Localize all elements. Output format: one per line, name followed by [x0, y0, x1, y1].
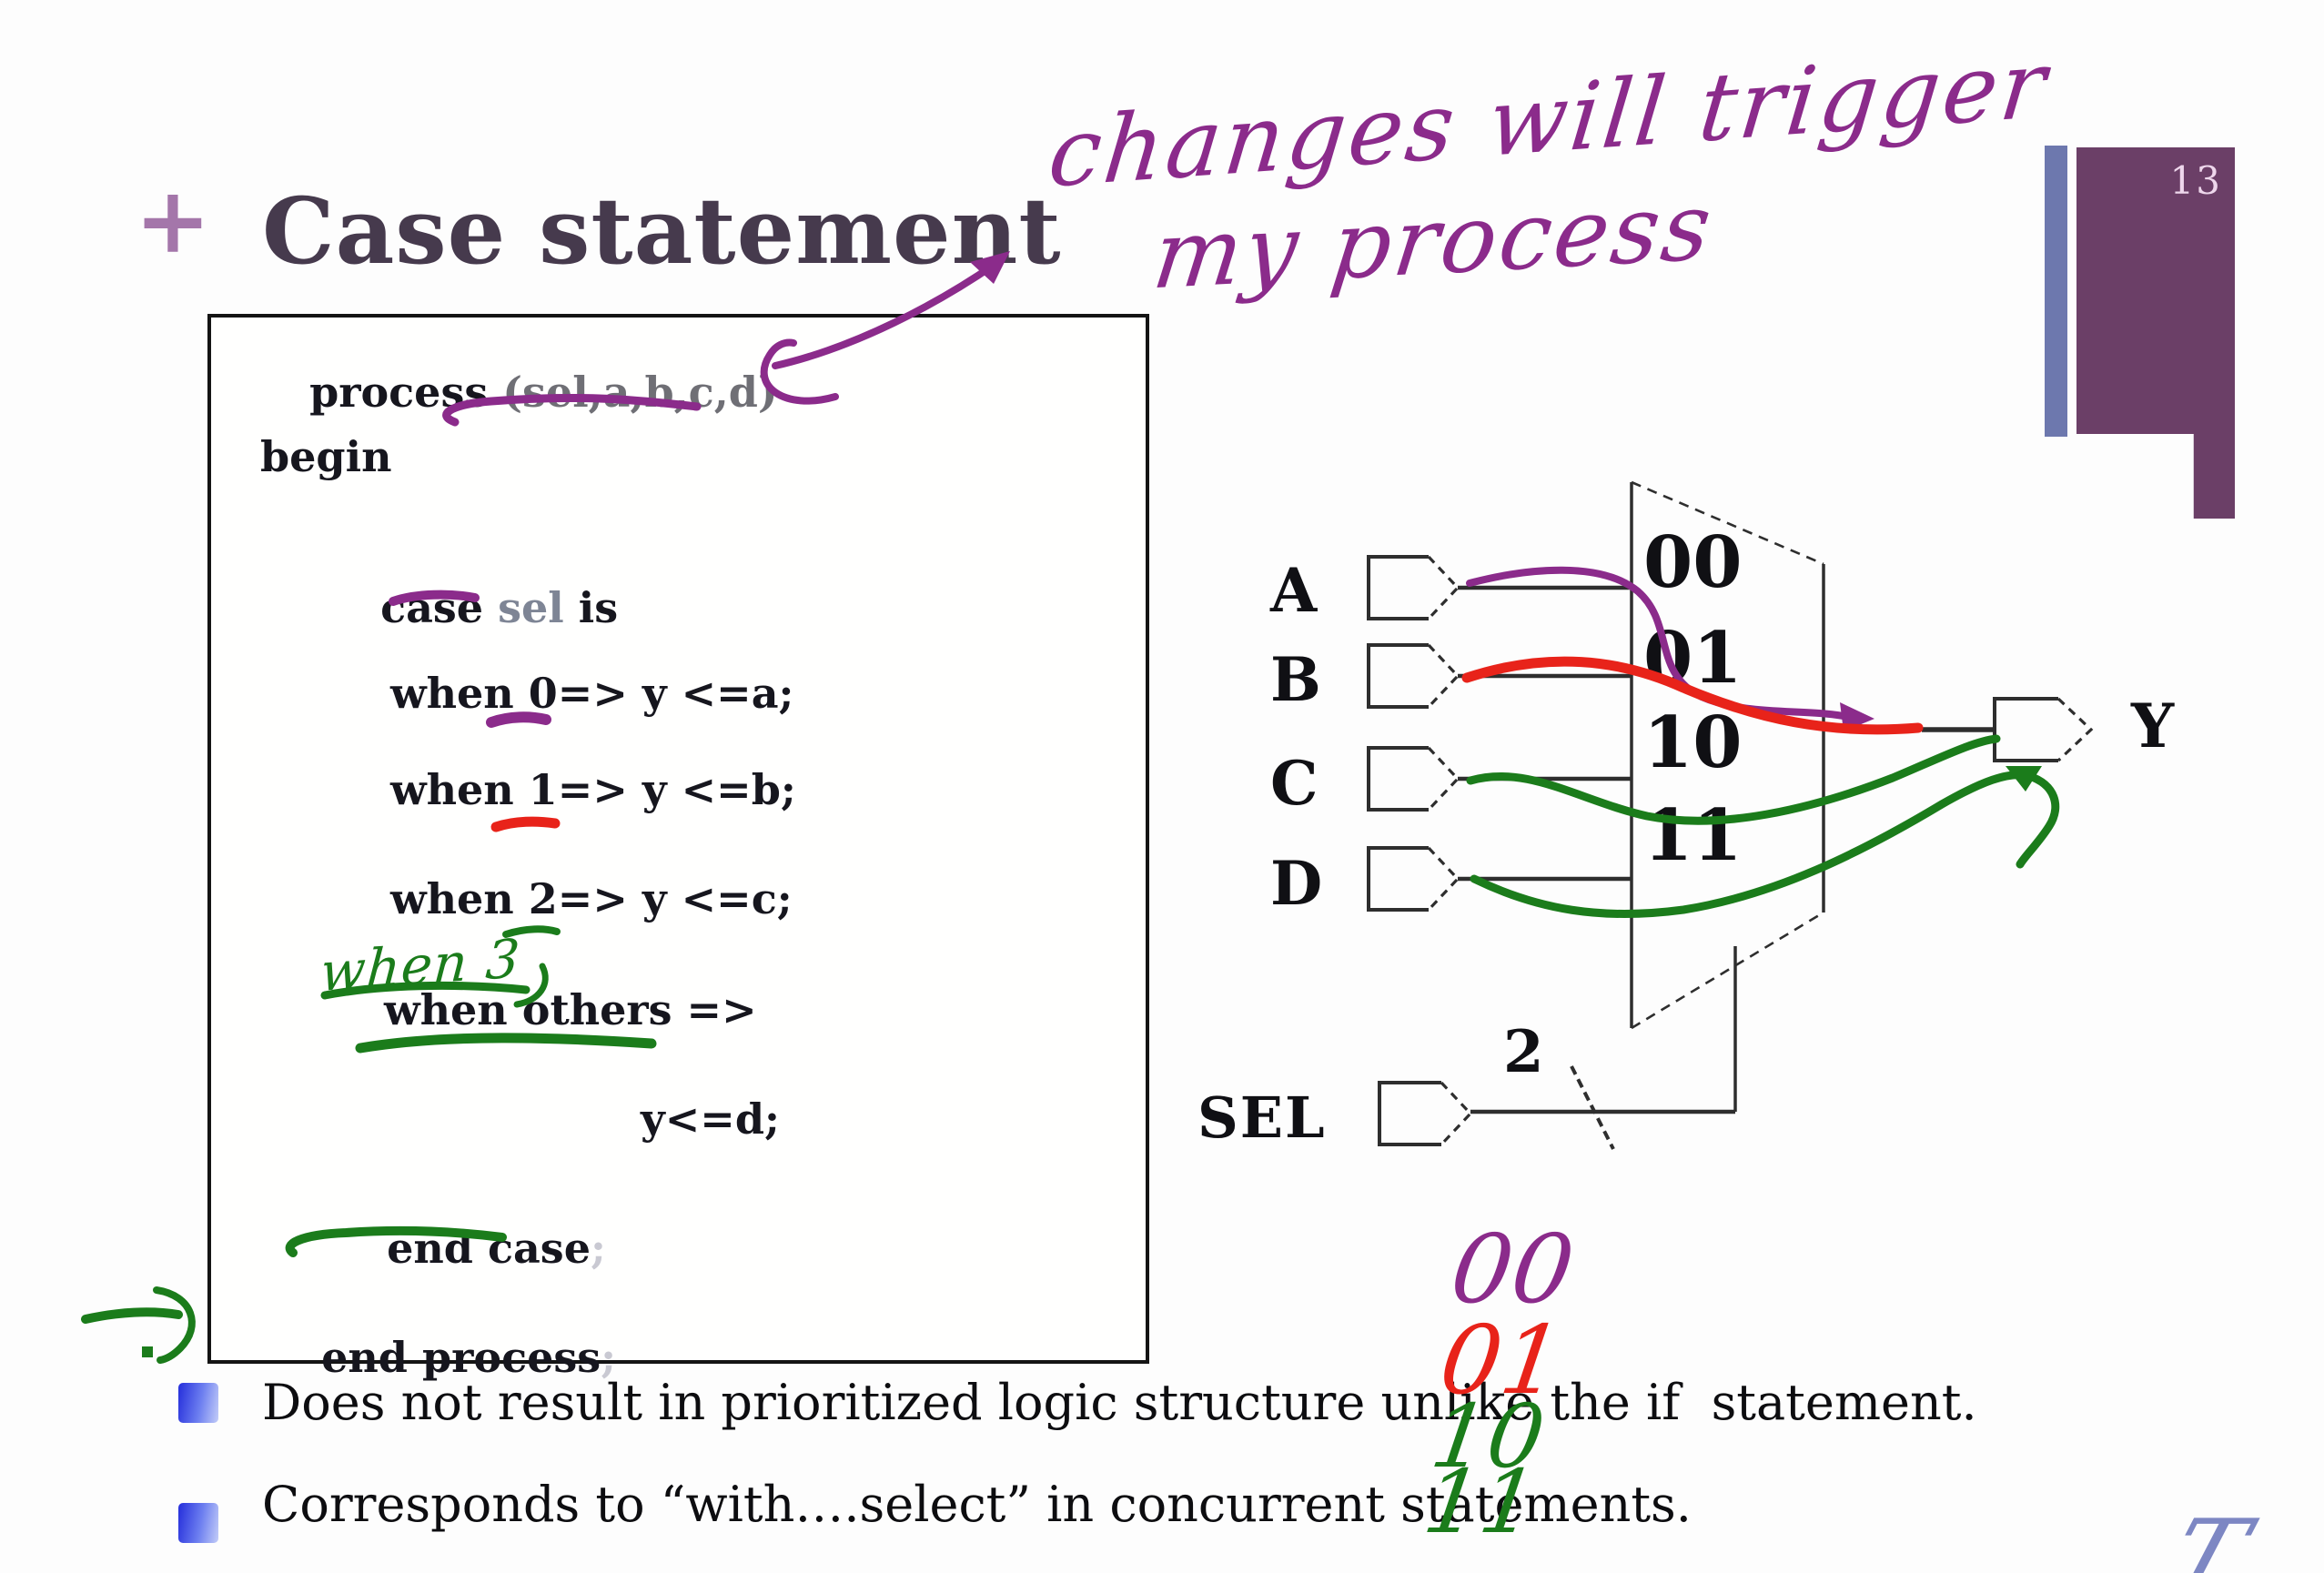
input-label-d: D: [1270, 848, 1322, 919]
code-box: process (sel,a,b,c,d) begin case sel is …: [207, 314, 1149, 1378]
output-label-y: Y: [2130, 691, 2175, 761]
output-pin-y: [1993, 697, 2058, 762]
code-process-params: (sel,a,b,c,d): [502, 368, 778, 417]
input-label-a: A: [1269, 555, 1318, 626]
input-pin-d: [1367, 846, 1429, 912]
input-pin-c: [1367, 746, 1429, 812]
code-case-keyword: case: [380, 583, 499, 632]
code-line-begin: begin: [260, 432, 392, 481]
code-line-when0: when 0=> y <=a;: [390, 669, 794, 718]
ink-arrow-end-process-head: [153, 1286, 196, 1364]
input-pin-sel: [1378, 1081, 1441, 1146]
code-line-when2: when 2=> y <=c;: [390, 874, 793, 923]
input-pin-a-chevron: [1427, 555, 1460, 620]
watermark-letter: T: [2153, 1498, 2260, 1573]
input-pin-b-chevron: [1427, 643, 1460, 709]
input-pin-d-chevron: [1427, 846, 1460, 912]
code-end-process-semicolon: ;: [601, 1333, 617, 1382]
code-line-when1: when 1=> y <=b;: [390, 765, 796, 814]
input-label-b: B: [1270, 644, 1321, 715]
handwritten-sel-value-11: 11: [1418, 1451, 1544, 1553]
mux-code-10: 10: [1643, 701, 1743, 784]
title-plus-marker: +: [135, 166, 211, 274]
handwritten-when3-note: when 3: [318, 927, 523, 1003]
page-title: Case statement: [262, 177, 1062, 285]
ink-arrow-end-process-dot: [142, 1346, 153, 1357]
bus-width-label: 2: [1503, 1018, 1544, 1086]
code-end-case: end case: [387, 1224, 591, 1273]
ink-route-c: [1466, 734, 2001, 825]
flag-purple-banner: 13: [2076, 147, 2235, 519]
page-number: 13: [2169, 158, 2222, 203]
input-label-c: C: [1270, 748, 1319, 819]
input-pin-a: [1367, 555, 1429, 620]
input-pin-sel-chevron: [1440, 1081, 1473, 1146]
ink-route-a: [1466, 566, 1856, 721]
ink-route-d-head: [2006, 766, 2042, 792]
handwritten-trigger-note-line2: my process: [1147, 172, 1720, 311]
code-case-signal: sel: [498, 583, 564, 632]
output-pin-y-chevron: [2056, 697, 2094, 762]
ink-route-b: [1461, 656, 1924, 735]
mux-body-bottom-edge: [1631, 911, 1824, 1030]
bullet-text: Does not result in prioritized logic str…: [262, 1374, 1977, 1431]
ink-arrow-end-process-shaft: [81, 1307, 183, 1324]
select-label: SEL: [1197, 1084, 1327, 1151]
input-pin-c-chevron: [1427, 746, 1460, 812]
ink-route-a-head: [1840, 702, 1874, 731]
bullet-square: [178, 1503, 218, 1543]
code-end-case-semicolon: ;: [590, 1224, 606, 1273]
handwritten-sel-value-00: 00: [1444, 1214, 1581, 1325]
mux-code-00: 00: [1643, 521, 1743, 604]
flag-blue-bar: [2045, 146, 2067, 437]
code-line-when-others: when others =>: [384, 985, 757, 1034]
code-line-assign-others: y<=d;: [641, 1094, 780, 1144]
mux-body-top-edge: [1631, 480, 1824, 566]
code-end-process: end process: [321, 1333, 601, 1382]
ink-route-d: [1470, 771, 2060, 919]
code-case-is: is: [563, 583, 619, 632]
bus-width-slash: [1570, 1065, 1615, 1150]
code-line-case: case sel is: [293, 545, 618, 671]
code-line-end-process: end process;: [234, 1295, 616, 1420]
input-pin-b: [1367, 643, 1429, 709]
bullet-square: [178, 1383, 218, 1423]
handwritten-trigger-note-line1: changes will trigger: [1044, 30, 2054, 209]
code-line-end-case: end case;: [299, 1185, 606, 1311]
code-process-keyword: process: [309, 368, 503, 417]
bullet-text: Corresponds to “with….select” in concurr…: [262, 1476, 1692, 1533]
mux-code-01: 01: [1643, 617, 1743, 700]
mux-code-11: 11: [1643, 794, 1743, 877]
